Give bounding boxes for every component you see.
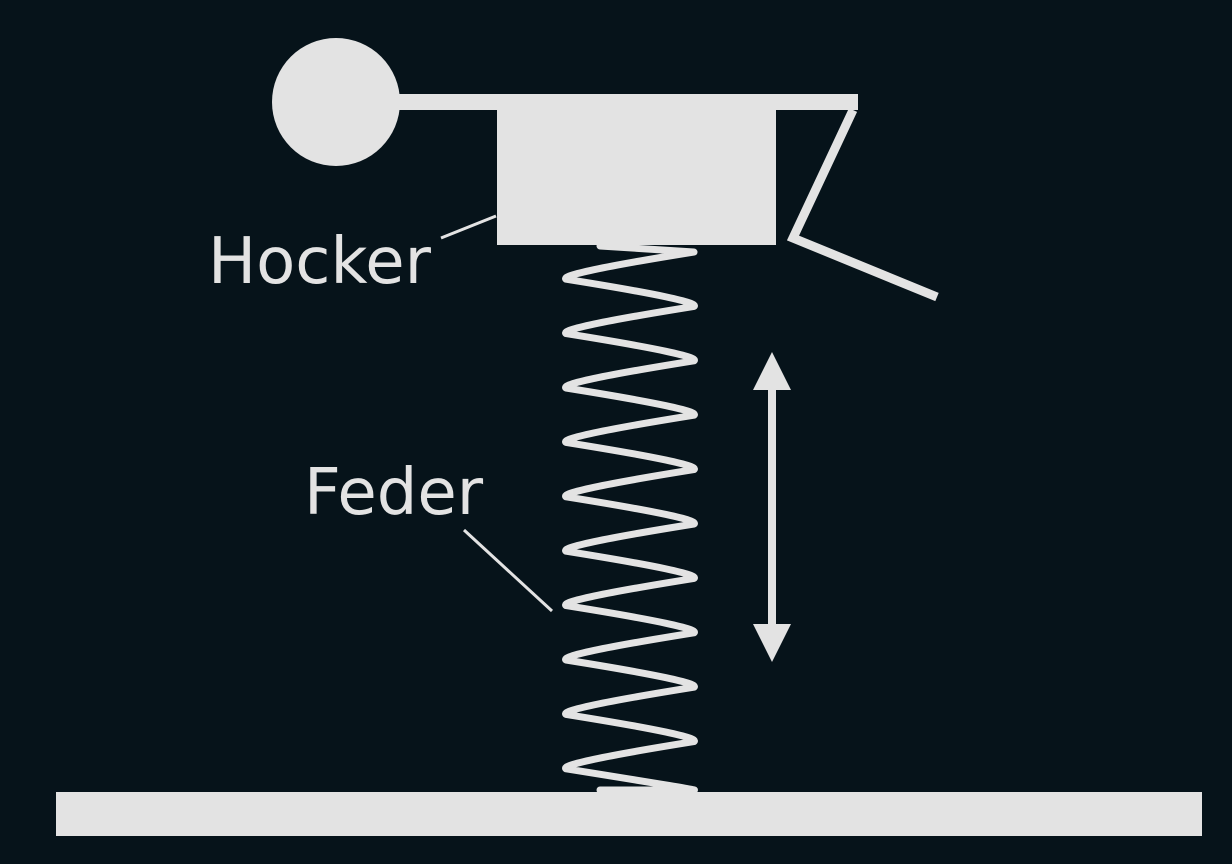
leader-line-feder <box>462 528 554 613</box>
leader-line-hocker <box>440 214 497 240</box>
spring-coil <box>562 242 698 794</box>
top-rod <box>398 94 858 110</box>
motion-arrow-head-up <box>753 352 791 390</box>
stool-seat-block <box>497 110 776 245</box>
motion-arrow-head-down <box>753 624 791 662</box>
floor-plate <box>56 792 1202 836</box>
knob-ball <box>272 38 400 166</box>
lever-arm <box>786 108 939 302</box>
label-feder: Feder <box>304 456 484 530</box>
label-hocker: Hocker <box>208 225 432 299</box>
double-arrow-vertical-icon <box>753 352 791 662</box>
